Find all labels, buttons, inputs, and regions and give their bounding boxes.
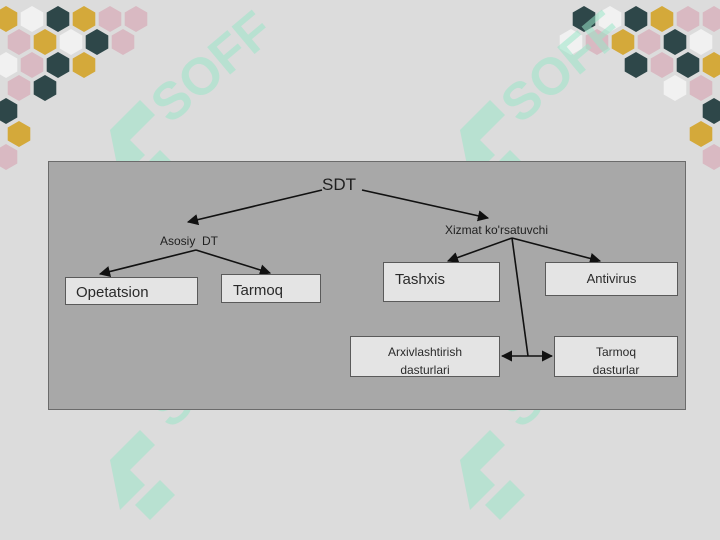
hexagon-shape — [689, 75, 713, 101]
hexagon-shape — [20, 6, 44, 32]
hexagon-shape — [111, 29, 135, 55]
node-sdt: SDT — [322, 175, 356, 194]
box-opetatsion: Opetatsion — [65, 277, 198, 305]
hexagon-shape — [7, 29, 31, 55]
hexagon-shape — [689, 29, 713, 55]
hexagon-shape — [0, 6, 18, 32]
hexagon-shape — [650, 6, 674, 32]
box-tarmoqd-line1: Tarmoq — [595, 345, 636, 359]
hexagon-shape — [46, 6, 70, 32]
node-xizmat: Xizmat ko'rsatuvchi — [445, 223, 548, 237]
hexagon-shape — [33, 29, 57, 55]
hexagon-shape — [559, 29, 583, 55]
hexagon-shape — [33, 75, 57, 101]
hexagon-shape — [663, 75, 687, 101]
hexagon-shape — [702, 144, 720, 170]
arrow-root-asosiy — [186, 189, 323, 226]
box-tarmoqd-line2: dasturlar — [592, 363, 640, 377]
arrow-root-xizmat — [361, 189, 490, 222]
hexagon-shape — [611, 29, 635, 55]
hexagon-shape — [124, 6, 148, 32]
hexagon-shape — [702, 98, 720, 124]
hexagon-shape — [20, 52, 44, 78]
hexagon-shape — [7, 121, 31, 147]
hexagon-shape — [0, 52, 18, 78]
box-antivirus: Antivirus — [545, 262, 678, 296]
hexagon-shape — [85, 29, 109, 55]
arrow-xizmat-tashxis — [446, 237, 513, 263]
box-arxivlashtirish: Arxivlashtirish dasturlari — [350, 336, 500, 377]
arrow-asosiy-tarmoq — [195, 249, 272, 276]
box-tashxis: Tashxis — [383, 262, 500, 302]
hexagon-shape — [572, 6, 596, 32]
box-arxiv-line2: dasturlari — [400, 363, 450, 377]
hexagon-shape — [0, 98, 18, 124]
hexagon-shape — [676, 6, 700, 32]
hexagon-shape — [663, 29, 687, 55]
hexagon-shape — [46, 52, 70, 78]
hexagon-shape — [59, 29, 83, 55]
box-tarmoq: Tarmoq — [221, 274, 321, 303]
node-asosiy-dt: Asosiy DT — [160, 234, 219, 248]
arrow-asosiy-opet — [98, 249, 197, 277]
hexagon-shape — [702, 52, 720, 78]
hexagon-shape — [72, 6, 96, 32]
hexagon-shape — [702, 6, 720, 32]
hexagon-shape — [689, 121, 713, 147]
hexagon-shape — [7, 75, 31, 101]
box-tarmoq-dasturlar: Tarmoq dasturlar — [554, 336, 678, 377]
hexagon-shape — [650, 52, 674, 78]
box-arxiv-line1: Arxivlashtirish — [387, 345, 462, 359]
hexagon-shape — [598, 6, 622, 32]
hexagon-shape — [624, 6, 648, 32]
hexagon-shape — [98, 6, 122, 32]
line-xizmat-down — [511, 237, 529, 357]
hexagon-shape — [676, 52, 700, 78]
hexagon-shape — [637, 29, 661, 55]
hexagon-shape — [0, 144, 18, 170]
hexagon-shape — [624, 52, 648, 78]
hexagon-shape — [72, 52, 96, 78]
arrow-xizmat-antivirus — [511, 237, 602, 264]
hexagon-shape — [585, 29, 609, 55]
